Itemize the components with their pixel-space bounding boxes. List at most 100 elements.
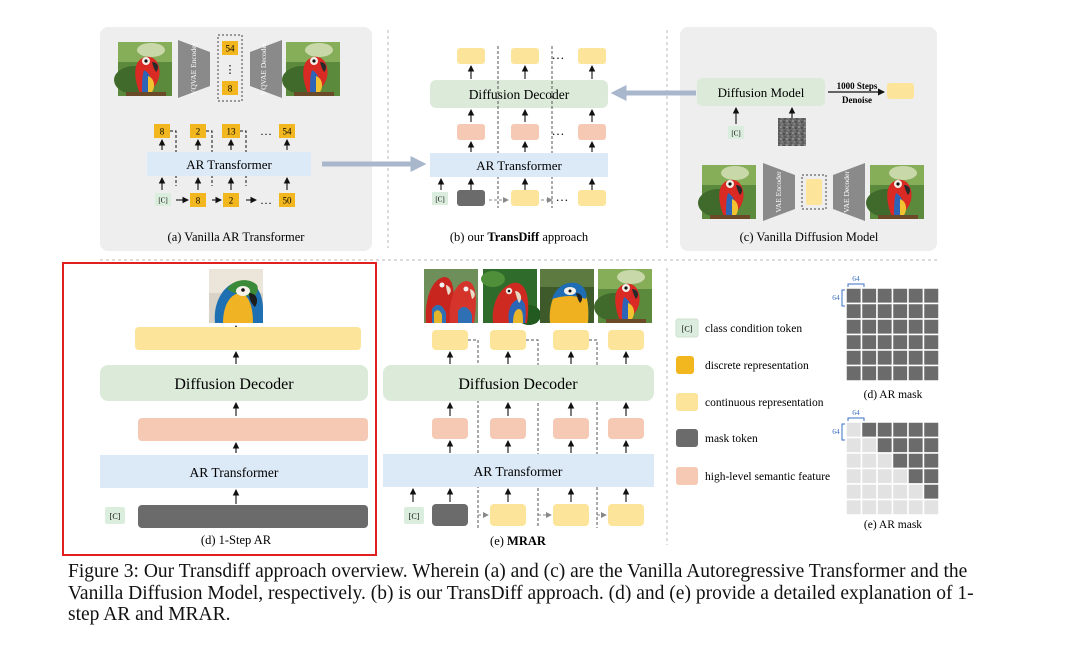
ar-transformer-a xyxy=(147,152,311,176)
maskE-cell xyxy=(922,436,940,454)
code-token-top-label: 54 xyxy=(226,44,236,54)
legend-swatch-mask xyxy=(676,429,698,447)
panel-c-title: (c) Vanilla Diffusion Model xyxy=(740,230,879,244)
panel-e: Diffusion Decoder AR Transformer xyxy=(383,269,654,548)
maskD-cell xyxy=(891,349,909,367)
semantic-feature-d xyxy=(138,418,368,441)
panel-d-title: (d) 1-Step AR xyxy=(201,533,272,547)
input-image-a xyxy=(114,42,172,96)
input-image-c xyxy=(698,165,756,219)
ar-mask-d-brace-left xyxy=(841,289,845,307)
ellipsis-b-mid: … xyxy=(552,123,565,138)
maskD-cell xyxy=(845,333,863,351)
maskD-cell xyxy=(922,318,940,336)
maskD-cell xyxy=(922,349,940,367)
maskD-cell xyxy=(876,302,894,320)
legend-swatch-discrete xyxy=(676,356,694,374)
arrows-a-up-top xyxy=(158,139,291,150)
maskD-cell xyxy=(922,302,940,320)
top-token-3-label: 13 xyxy=(227,127,237,137)
panel-b-title-suffix: approach xyxy=(539,230,589,244)
maskD-cell xyxy=(922,287,940,305)
diffusion-decoder-e xyxy=(383,365,654,401)
ar-mask-e-brace-top xyxy=(847,417,865,421)
highlight-box-d xyxy=(62,262,377,556)
output-image-e-1 xyxy=(424,269,478,323)
panel-a: VQVAE Encoder 54 ⋮ 8 VQVAE Decoder 8 2 1… xyxy=(114,34,340,244)
ar-transformer-a-label: AR Transformer xyxy=(186,157,272,172)
vae-encoder-label: VAE Encoder xyxy=(774,171,783,213)
continuous-output-c xyxy=(887,83,914,99)
maskD-cell xyxy=(876,349,894,367)
maskE-cell xyxy=(907,452,925,470)
dashed-separators-b xyxy=(497,46,553,208)
cond-token-a xyxy=(155,193,171,206)
diffusion-decoder-d-label: Diffusion Decoder xyxy=(174,376,294,393)
legend-label-mask: mask token xyxy=(705,433,758,445)
top-token-1-label: 8 xyxy=(160,127,165,137)
maskE-cell xyxy=(891,452,909,470)
ar-mask-e-size-top: 64 xyxy=(852,408,860,417)
bottom-token-2 xyxy=(223,193,239,207)
maskE-cell xyxy=(860,452,878,470)
maskD-cell xyxy=(891,364,909,382)
panel-b-title-prefix: (b) our xyxy=(450,230,488,244)
ar-mask-e: 64 64 (e) AR mask xyxy=(832,408,940,531)
panel-e-title: (e) MRAR xyxy=(490,534,547,548)
maskE-cell xyxy=(922,467,940,485)
maskD-cell xyxy=(845,302,863,320)
top-token-2-label: 2 xyxy=(196,127,201,137)
arrows-e-from-transformer xyxy=(446,440,630,453)
legend-label-semantic: high-level semantic feature xyxy=(705,471,830,483)
maskE-cell xyxy=(876,467,894,485)
ar-mask-e-label: (e) AR mask xyxy=(864,519,922,531)
mask-token-e xyxy=(432,504,468,526)
legend-label-class-condition: class condition token xyxy=(705,323,802,335)
code-box xyxy=(217,34,243,102)
continuous-outputs-b xyxy=(457,48,606,64)
continuous-outputs-e xyxy=(432,330,644,350)
maskE-cell xyxy=(922,452,940,470)
panel-a-title: (a) Vanilla AR Transformer xyxy=(168,230,306,244)
top-token-4 xyxy=(279,124,295,138)
output-image-e-4 xyxy=(594,269,652,323)
maskE-cell xyxy=(922,498,940,516)
maskE-cell xyxy=(891,436,909,454)
semantic-features-e xyxy=(432,418,644,439)
panel-d: Diffusion Decoder AR Transformer [C] (d)… xyxy=(62,262,377,556)
maskD-cell xyxy=(860,318,878,336)
legend-label-continuous: continuous representation xyxy=(705,397,824,409)
maskE-cell xyxy=(891,421,909,439)
panel-b-title-bold: TransDiff xyxy=(487,230,540,244)
ar-mask-e-grid xyxy=(845,421,940,516)
maskD-cell xyxy=(891,302,909,320)
maskE-cell xyxy=(860,498,878,516)
diffusion-decoder-b-label: Diffusion Decoder xyxy=(469,87,570,102)
arrows-b-from-transformer xyxy=(467,141,596,152)
maskD-cell xyxy=(860,333,878,351)
maskE-cell xyxy=(907,436,925,454)
legend: [C] class condition token discrete repre… xyxy=(675,318,830,485)
panel-b-title: (b) our TransDiff approach xyxy=(450,230,589,244)
maskD-cell xyxy=(891,318,909,336)
continuous-inputs-e xyxy=(490,504,644,526)
maskE-cell xyxy=(860,483,878,501)
legend-swatch-class-condition xyxy=(675,318,699,338)
output-image-c xyxy=(866,165,924,219)
maskD-cell xyxy=(907,349,925,367)
arrows-e-decoder-out xyxy=(446,351,630,364)
maskE-cell xyxy=(891,498,909,516)
output-image-e-2 xyxy=(481,269,541,325)
legend-swatch-class-condition-symbol: [C] xyxy=(682,325,693,334)
arrows-e-into-transformer xyxy=(409,488,630,502)
maskD-cell xyxy=(845,287,863,305)
maskE-cell xyxy=(907,483,925,501)
vae-encoder-shape xyxy=(763,163,795,221)
code-vertical-ellipsis: ⋮ xyxy=(225,64,236,76)
maskD-cell xyxy=(845,318,863,336)
arrows-b-decoder-out xyxy=(467,65,596,79)
maskE-cell xyxy=(845,436,863,454)
bottom-tokens-ellipsis: … xyxy=(260,193,272,207)
panel-c: Diffusion Model 1000 Steps Denoise [C] V… xyxy=(697,78,924,244)
